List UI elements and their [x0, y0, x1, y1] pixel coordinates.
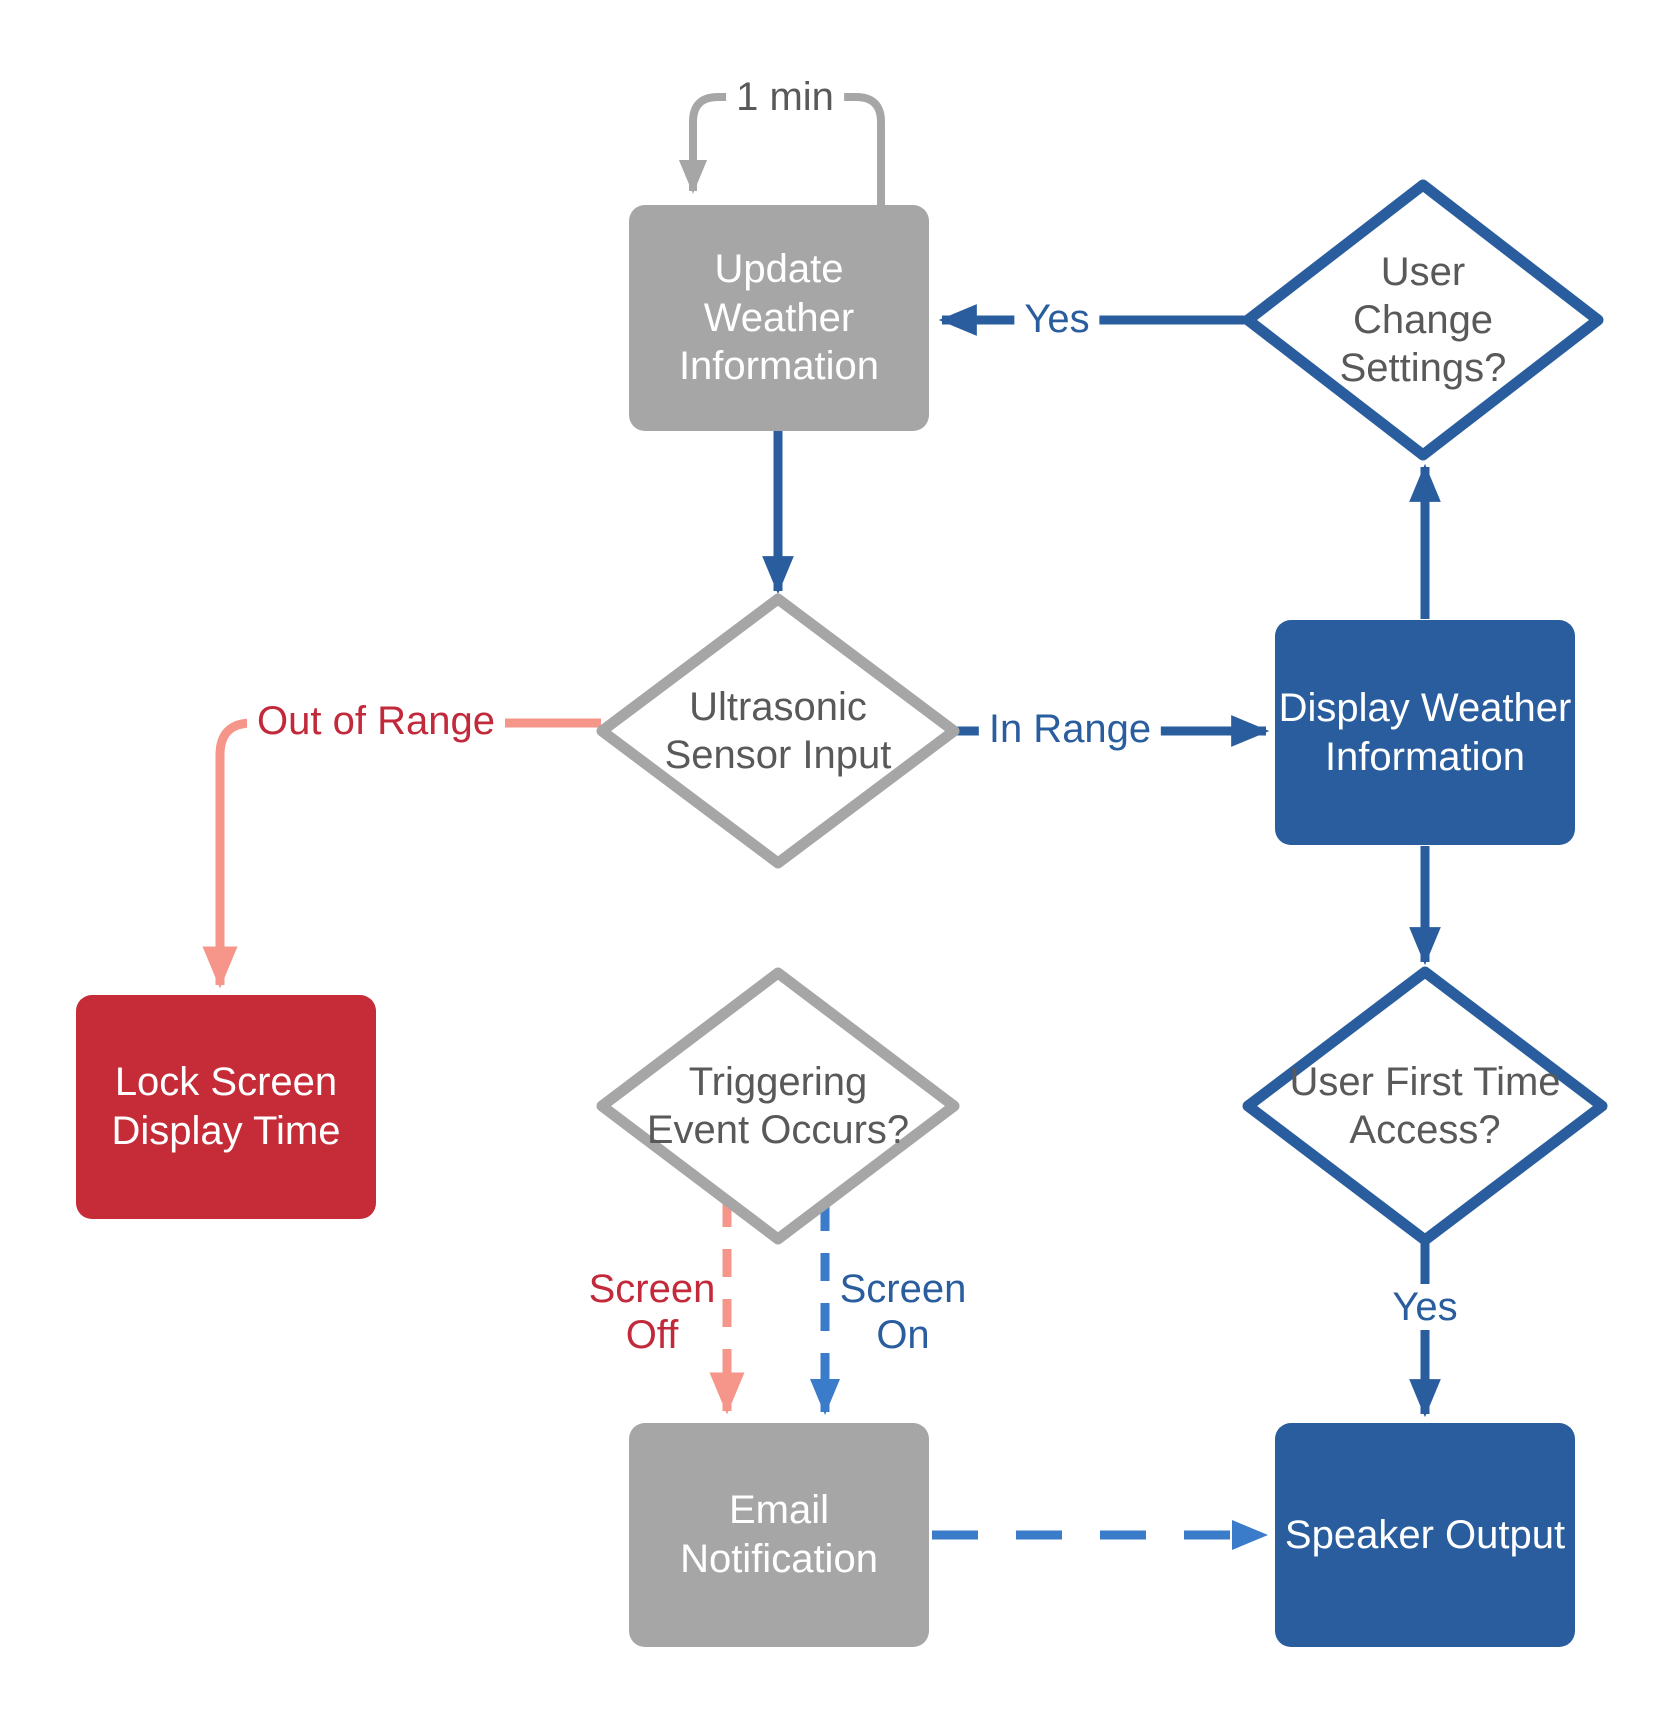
- label-one-min: 1 min: [726, 74, 844, 120]
- label-yes-change-settings: Yes: [1014, 296, 1100, 342]
- label-screen-on: Screen On: [839, 1267, 967, 1357]
- label-user-change-settings: User Change Settings?: [1339, 250, 1507, 390]
- node-email-notification: Email Notification: [629, 1423, 929, 1647]
- label-out-of-range: Out of Range: [247, 698, 505, 744]
- node-lock-screen: Lock Screen Display Time: [76, 995, 376, 1219]
- diamond-triggering-event: [596, 967, 960, 1245]
- node-update-weather: Update Weather Information: [629, 205, 929, 431]
- label-user-first-time: User First Time Access?: [1289, 1060, 1561, 1152]
- label-screen-off: Screen Off: [588, 1267, 716, 1357]
- node-display-weather: Display Weather Information: [1275, 620, 1575, 845]
- node-speaker-output: Speaker Output: [1275, 1423, 1575, 1647]
- label-in-range: In Range: [978, 706, 1162, 752]
- label-triggering-event: Triggering Event Occurs?: [646, 1060, 910, 1152]
- label-ultrasonic-sensor: Ultrasonic Sensor Input: [664, 685, 892, 777]
- diamond-ultrasonic-sensor: [596, 593, 960, 869]
- diamond-user-change-settings: [1242, 179, 1604, 461]
- edge-out-of-range: [202, 718, 601, 989]
- label-yes-first-time: Yes: [1382, 1284, 1468, 1330]
- diamond-user-first-time: [1242, 966, 1608, 1246]
